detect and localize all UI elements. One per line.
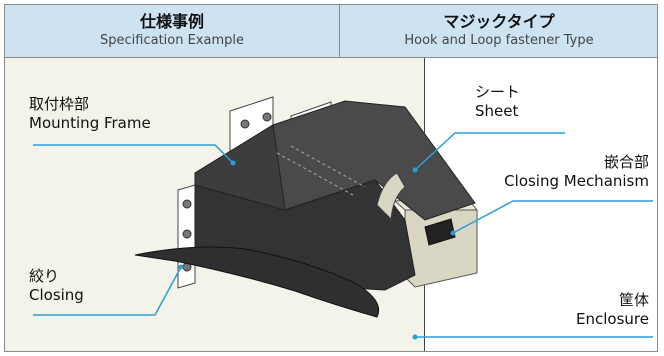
label-closing-mechanism: 嵌合部 Closing Mechanism bbox=[504, 153, 649, 191]
header-left: 仕様事例 Specification Example bbox=[5, 5, 340, 57]
label-closing-en: Closing bbox=[29, 286, 84, 304]
leader-dot bbox=[178, 264, 184, 270]
product-illustration bbox=[33, 96, 653, 340]
label-mounting-frame: 取付枠部 Mounting Frame bbox=[29, 95, 151, 133]
enclosure-body bbox=[404, 209, 478, 288]
stitch-line bbox=[290, 145, 366, 188]
sheet-side bbox=[194, 124, 286, 211]
label-closing-jp: 絞り bbox=[29, 267, 60, 285]
leader-dot bbox=[230, 160, 236, 166]
label-mounting-frame-jp: 取付枠部 bbox=[29, 95, 90, 113]
leader-closing bbox=[33, 266, 182, 316]
closing-flap bbox=[376, 172, 406, 221]
diagram-frame: 仕様事例 Specification Example マジックタイプ Hook … bbox=[4, 4, 658, 352]
leader-mounting-frame bbox=[33, 144, 234, 164]
left-title: 仕様事例 bbox=[139, 12, 204, 31]
closing-skirt bbox=[134, 246, 380, 318]
label-closing: 絞り Closing bbox=[29, 267, 84, 305]
label-closing-mechanism-en: Closing Mechanism bbox=[504, 172, 649, 190]
header-bar: 仕様事例 Specification Example マジックタイプ Hook … bbox=[5, 5, 657, 58]
label-closing-mechanism-jp: 嵌合部 bbox=[603, 153, 649, 171]
frame-bolt bbox=[182, 199, 192, 209]
frame-bolt bbox=[182, 229, 192, 239]
label-sheet-jp: シート bbox=[475, 83, 521, 101]
label-sheet-en: Sheet bbox=[475, 102, 519, 120]
header-right: マジックタイプ Hook and Loop fastener Type bbox=[340, 5, 657, 57]
left-subtitle: Specification Example bbox=[100, 33, 244, 48]
stitch-line bbox=[276, 152, 354, 196]
right-subtitle: Hook and Loop fastener Type bbox=[404, 33, 594, 48]
leader-sheet bbox=[414, 132, 565, 171]
right-title: マジックタイプ bbox=[443, 12, 555, 31]
label-sheet: シート Sheet bbox=[475, 83, 520, 121]
leader-dot bbox=[450, 230, 456, 236]
frame-bolt bbox=[240, 119, 250, 129]
label-enclosure-en: Enclosure bbox=[576, 310, 649, 328]
leader-dot bbox=[412, 334, 418, 340]
velcro-strip bbox=[424, 218, 456, 246]
label-enclosure-jp: 筐体 bbox=[618, 291, 649, 309]
leader-dot bbox=[412, 167, 418, 173]
frame-bolt bbox=[262, 112, 272, 122]
label-enclosure: 筐体 Enclosure bbox=[576, 291, 649, 329]
label-mounting-frame-en: Mounting Frame bbox=[29, 114, 151, 132]
leader-closing-mechanism bbox=[452, 200, 653, 234]
